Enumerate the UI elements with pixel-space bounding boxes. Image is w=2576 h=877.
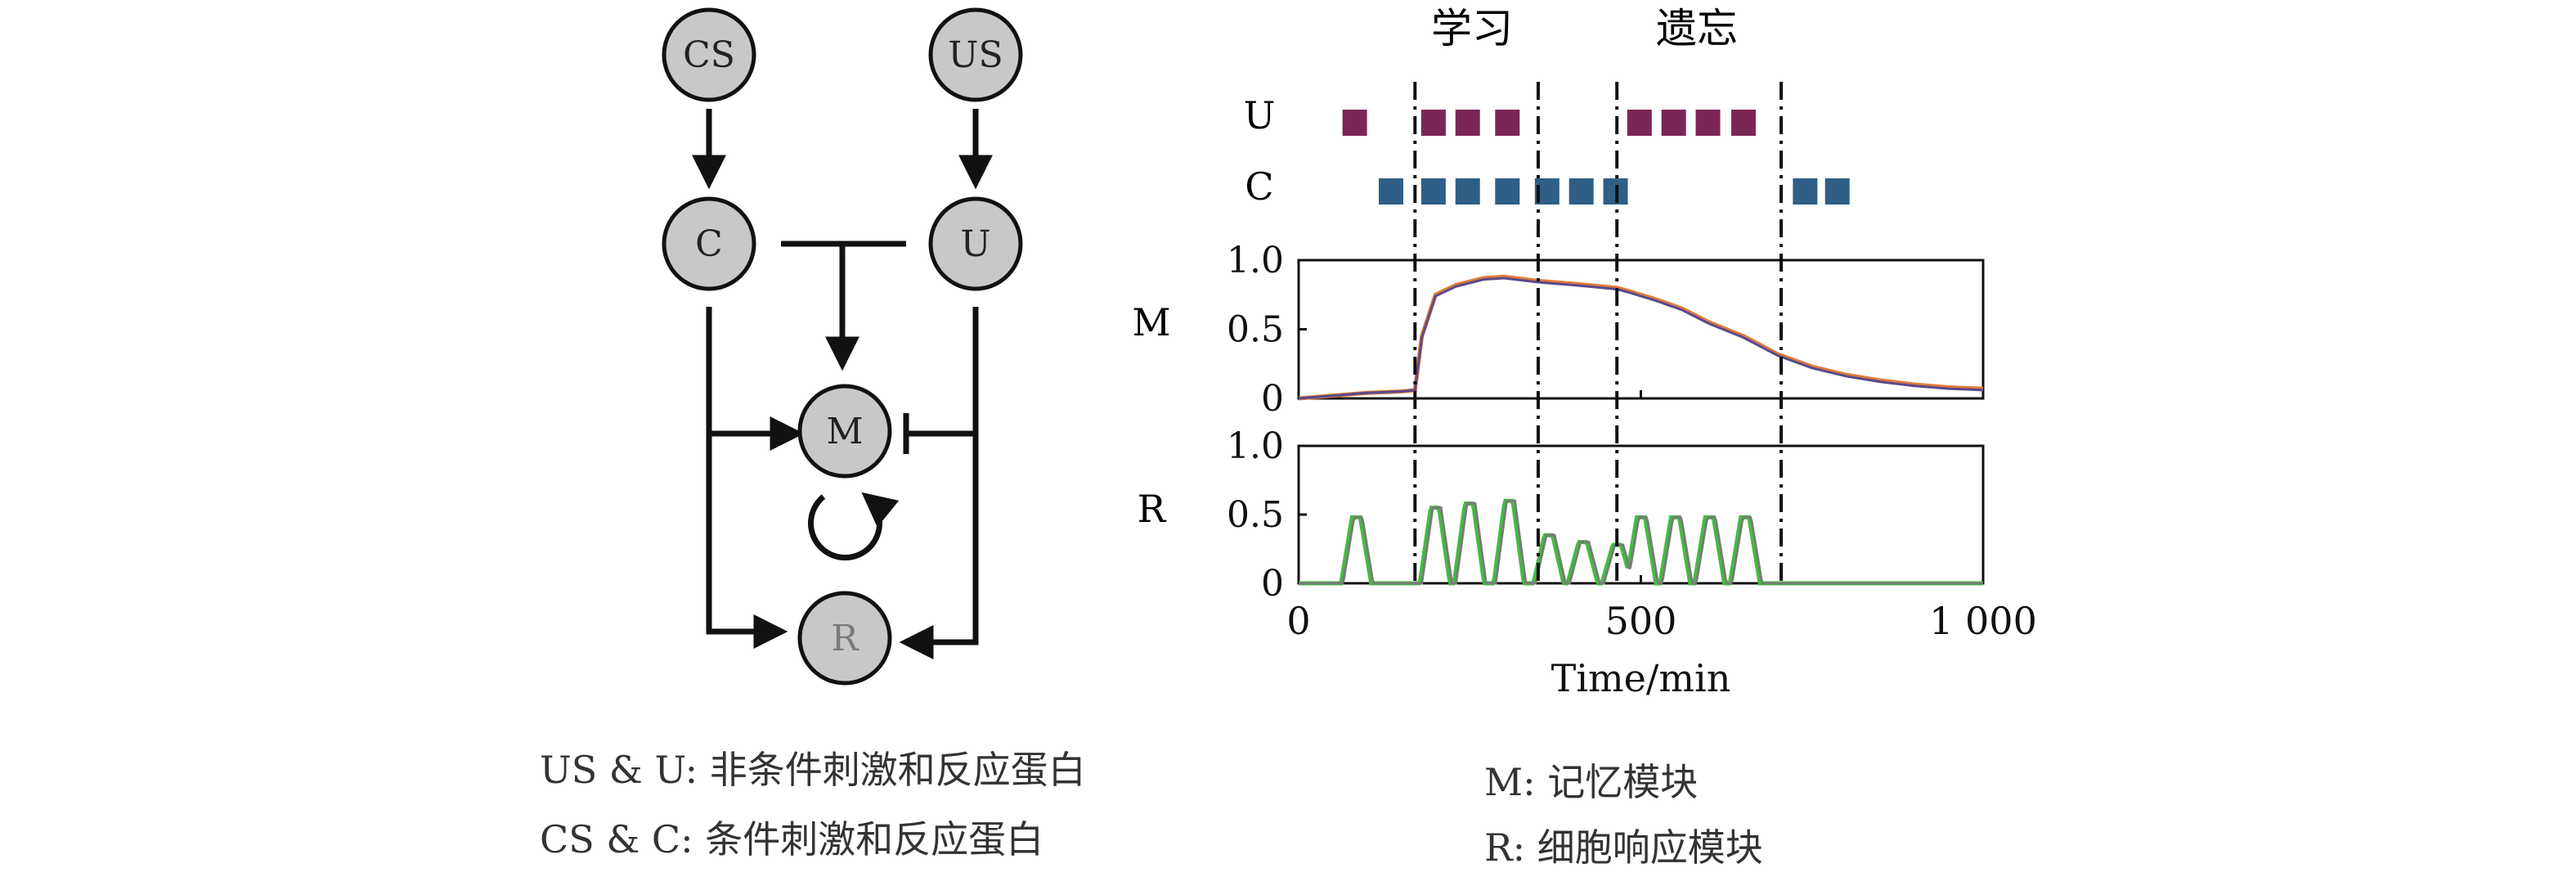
legend-us-u: US & U: 非条件刺激和反应蛋白 [540, 748, 1086, 792]
panel-r-ytick-label-2: 1.0 [1227, 425, 1284, 467]
pulse-u-0 [1342, 110, 1367, 136]
pulse-c-7 [1793, 178, 1818, 205]
row-label-u: U [1244, 93, 1276, 137]
node-r-label: R [831, 618, 859, 659]
panel-m: 0 0.5 1.0 [1227, 240, 1985, 420]
time-course-chart: 学习 遗忘 U C M R 0 0.5 1.0 0 0.5 1.0 0 500 1 000T… [1132, 5, 2036, 700]
network-nodes: CS US C U M R [662, 7, 1023, 686]
phase-lines [1413, 82, 1784, 583]
node-u [928, 196, 1023, 291]
arrow-c-r [706, 307, 788, 649]
phase-label-learn: 学习 [1431, 5, 1513, 52]
panel-r: 0 0.5 1.0 [1227, 425, 1985, 605]
node-u-label: U [960, 223, 990, 265]
node-r [797, 591, 892, 686]
legend-r: R: 细胞响应模块 [1484, 825, 1763, 870]
pulse-c-5 [1568, 178, 1594, 205]
x-tick-label-1: 500 [1605, 599, 1677, 643]
x-tick-label-2: 1 000 [1929, 599, 2037, 643]
pulse-u-3 [1495, 110, 1520, 136]
pulse-u-4 [1627, 110, 1652, 136]
node-cs-label: CS [683, 34, 735, 76]
node-us [928, 7, 1023, 102]
row-label-c: C [1245, 164, 1273, 209]
r-series-gray [1299, 499, 1983, 585]
self-loop-m [808, 492, 900, 561]
panel-m-ytick-label-0: 0 [1261, 378, 1284, 420]
pulse-u-7 [1731, 110, 1757, 136]
pulse-row-u [1342, 110, 1757, 136]
x-tick-label-0: 0 [1286, 599, 1310, 643]
pulse-u-5 [1661, 110, 1686, 136]
panel-r-ytick-label-0: 0 [1261, 563, 1284, 605]
pulse-c-0 [1378, 178, 1403, 205]
node-cs [662, 7, 756, 102]
panel-r-frame [1297, 444, 1985, 585]
pulse-c-3 [1495, 178, 1520, 205]
node-c [662, 196, 756, 291]
pulse-c-2 [1455, 178, 1480, 205]
pulse-c-8 [1824, 178, 1850, 205]
pulse-c-1 [1420, 178, 1446, 205]
node-m-label: M [826, 411, 863, 452]
node-m [797, 384, 892, 479]
network-diagram [692, 109, 993, 659]
pulse-u-2 [1455, 110, 1480, 136]
pulse-u-6 [1695, 110, 1721, 136]
node-us-label: US [948, 34, 1003, 76]
pulse-row-c [1378, 178, 1850, 205]
legend-cs-c: CS & C: 条件刺激和反应蛋白 [540, 817, 1044, 861]
arrow-u-r [899, 307, 979, 659]
r-series-green [1299, 498, 1983, 586]
panel-m-frame [1297, 259, 1985, 400]
row-label-r: R [1138, 487, 1167, 531]
phase-label-forget: 遗忘 [1656, 5, 1738, 52]
pulse-u-1 [1420, 110, 1446, 136]
x-axis-title: Time/min [1551, 656, 1731, 700]
row-label-m: M [1132, 300, 1170, 344]
panel-m-ytick-label-1: 0.5 [1227, 309, 1284, 351]
panel-m-ytick-label-2: 1.0 [1227, 240, 1284, 281]
panel-r-ytick-label-1: 0.5 [1227, 494, 1284, 536]
legend-m: M: 记忆模块 [1484, 760, 1699, 804]
node-c-label: C [695, 223, 723, 265]
